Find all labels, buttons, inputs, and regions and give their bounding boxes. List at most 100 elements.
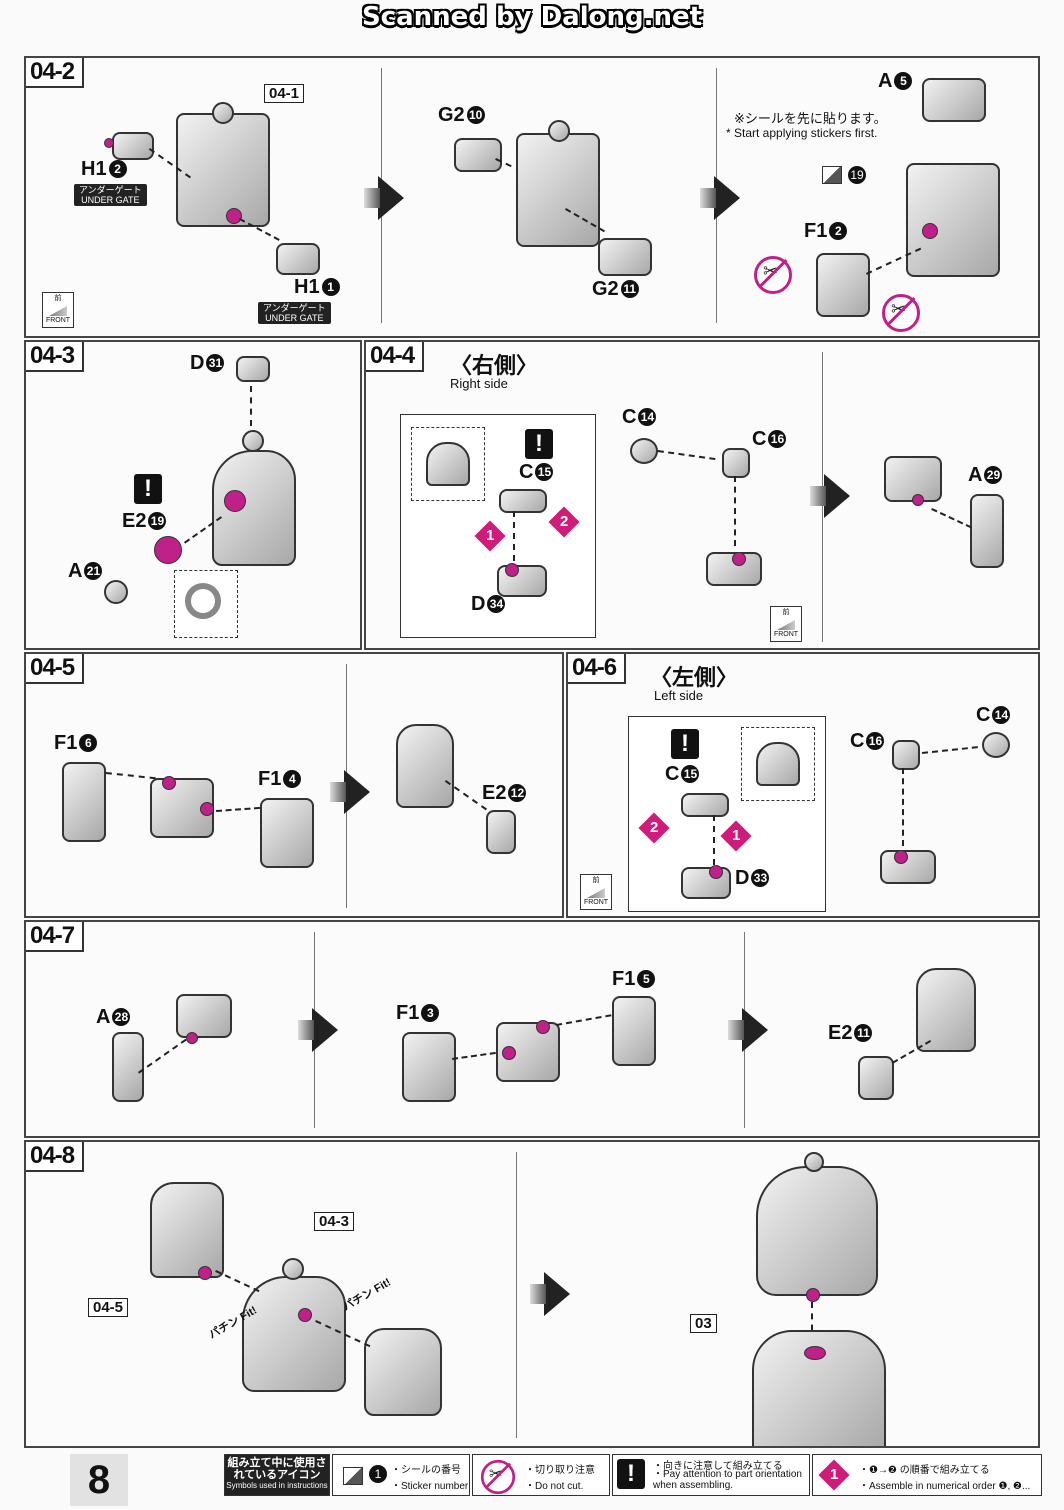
polycap <box>922 223 938 239</box>
torso-part <box>212 450 296 566</box>
sticker-number-icon: 1 <box>369 1465 387 1483</box>
assembly-arrow <box>922 746 978 754</box>
torso-part <box>176 113 270 227</box>
order-marker-1: 1 <box>720 820 752 852</box>
polycap <box>912 494 924 506</box>
upper-body-assembly <box>756 1166 878 1296</box>
torso-assembly <box>242 1276 346 1392</box>
torso-part <box>516 133 600 247</box>
page-number: 8 <box>70 1454 128 1506</box>
torso-head-ball <box>242 430 264 452</box>
legend-sticker: 1 ・シールの番号 ・Sticker number <box>332 1454 470 1496</box>
part-c-14 <box>982 732 1010 758</box>
assembly-arrow <box>902 768 904 846</box>
polycap <box>502 1046 516 1060</box>
do-not-cut-icon <box>754 256 792 294</box>
polycap <box>200 802 214 816</box>
next-arrow-icon <box>728 1008 768 1052</box>
shoulder-unit-left <box>150 1182 224 1278</box>
part-c-15 <box>499 489 547 513</box>
detail-view <box>174 570 238 638</box>
sticker-icon <box>822 166 842 184</box>
do-not-cut-icon <box>480 1459 516 1495</box>
step-number: 04-7 <box>26 922 85 952</box>
part-c-14 <box>630 438 658 464</box>
part-g2-11 <box>598 238 652 276</box>
attention-icon: ! <box>525 429 553 459</box>
reference-step: 04-3 <box>314 1212 355 1231</box>
step-number: 04-4 <box>366 342 425 372</box>
legend-order: 1 ・❶→❷ の順番で組み立てる ・Assemble in numerical … <box>812 1454 1042 1496</box>
order-marker-1: 1 <box>474 520 506 552</box>
polycap <box>806 1288 820 1302</box>
watermark: Scanned by Dalong.net <box>361 2 703 32</box>
attention-icon: ! <box>134 474 162 504</box>
torso-head-ball <box>282 1258 304 1280</box>
step-number: 04-8 <box>26 1142 85 1172</box>
part-f1-2 <box>816 253 870 317</box>
part-e2-19 <box>154 536 182 564</box>
side-title: 〈右側〉 <box>450 353 539 378</box>
polycap <box>732 552 746 566</box>
shoulder-base <box>880 850 936 884</box>
attention-icon: ! <box>671 729 699 759</box>
step-number: 04-6 <box>568 654 627 684</box>
order-marker-2: 2 <box>638 812 670 844</box>
assembly-arrow <box>713 815 715 865</box>
part-a-21 <box>104 580 128 604</box>
divider <box>516 1152 517 1438</box>
step-number: 04-3 <box>26 342 85 372</box>
part-e2-11 <box>858 1056 894 1100</box>
part-f1-6 <box>62 762 106 842</box>
shoulder-unit-right <box>364 1328 442 1416</box>
shoulder-assembly <box>176 994 232 1038</box>
torso-head-ball <box>548 120 570 142</box>
torso-head-ball <box>212 102 234 124</box>
assembly-arrow <box>105 772 156 780</box>
note-jp: ※シールを先に貼ります。 <box>734 111 887 126</box>
legend-title: 組み立て中に使用されているアイコン Symbols used in instru… <box>224 1454 330 1496</box>
part-c-16 <box>722 448 750 478</box>
polycap <box>536 1020 550 1034</box>
polycap <box>198 1266 212 1280</box>
torso-head-ball <box>804 1152 824 1172</box>
part-f1-5 <box>612 996 656 1066</box>
side-subtitle: Left side <box>654 688 704 703</box>
legend-orientation: ! ・向きに注意して組み立てる ・Pay attention to part o… <box>612 1454 810 1496</box>
detail-view <box>741 727 815 801</box>
part-e2-12 <box>486 810 516 854</box>
sticker-number: 19 <box>846 166 866 186</box>
reference-step: 04-1 <box>264 84 305 103</box>
reference-step: 04-5 <box>88 1298 129 1317</box>
detail-view <box>411 427 485 501</box>
part-a-5 <box>922 78 986 122</box>
next-arrow-icon <box>700 176 740 220</box>
assembly-arrow <box>250 386 252 426</box>
part-g2-10 <box>454 138 502 172</box>
part-a-29 <box>970 494 1004 568</box>
assembly-arrow <box>216 806 261 812</box>
attention-icon: ! <box>617 1459 645 1489</box>
